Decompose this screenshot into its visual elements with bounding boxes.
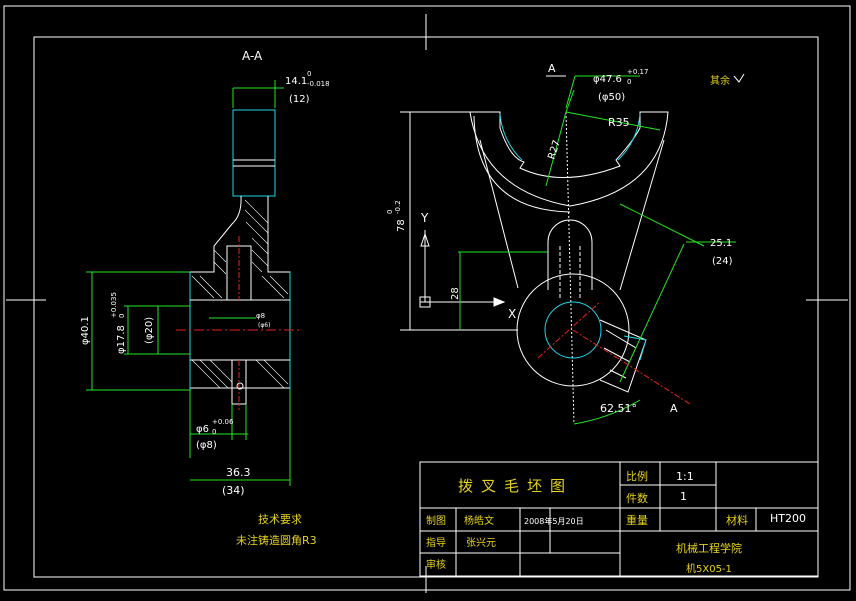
outer-dia: φ40.1 <box>80 316 91 345</box>
height-tol-lower: -0.2 <box>394 200 402 214</box>
angle-dim: 62.51° <box>600 402 637 415</box>
ratio-label: 比例 <box>626 469 648 483</box>
bore-dia: φ17.8 <box>116 325 127 354</box>
top-width-tol-lower: -0.018 <box>307 80 330 88</box>
pin-note: (φ6) <box>258 322 270 329</box>
small-tol-upper: +0.06 <box>212 418 234 426</box>
qty-label: 件数 <box>626 492 648 505</box>
weight-label: 重量 <box>626 513 648 527</box>
height-dim: 78 <box>396 219 407 232</box>
axis-y-label: Y <box>420 211 429 225</box>
section-view-left: A-A <box>80 49 330 547</box>
top-width-nominal: (12) <box>289 94 310 105</box>
ratio-value: 1:1 <box>676 470 694 483</box>
dims-right: 78 0 -0.2 28 φ47.6 +0.17 0 (φ50) R35 R27… <box>386 62 736 425</box>
material-label: 材料 <box>726 513 748 527</box>
axis-x-label: X <box>508 307 516 321</box>
dims-left: 14.1 0 -0.018 (12) φ40.1 φ17.8 +0.035 0 … <box>80 70 330 497</box>
r27-dim: R27 <box>546 139 563 161</box>
front-view-right: Y X 78 0 -0.2 28 φ47.6 +0.17 0 (φ50) R35… <box>386 62 745 425</box>
material-value: HT200 <box>770 512 806 525</box>
guide-name: 张兴元 <box>466 537 496 549</box>
drawn-name: 杨皓文 <box>464 514 494 527</box>
drawing-frame <box>3 5 851 597</box>
tech-notes-line: 未注铸造圆角R3 <box>236 533 317 547</box>
class-code: 机5X05-1 <box>686 562 732 575</box>
slot-nominal: (24) <box>712 256 733 267</box>
bore-tol-upper: +0.035 <box>110 292 118 318</box>
drawn-date: 2008年5月20日 <box>524 516 584 526</box>
school-name: 机械工程学院 <box>676 541 742 555</box>
tech-notes-title: 技术要求 <box>258 513 302 526</box>
bore-top-tol-lower: 0 <box>627 78 631 86</box>
width-nominal: (34) <box>222 484 245 497</box>
title-block: 拨叉毛坯图 比例 1:1 件数 1 制图 杨皓文 2008年5月20日 重量 材… <box>419 461 819 577</box>
y-offset-dim: 28 <box>450 287 461 300</box>
r35-dim: R35 <box>608 116 630 129</box>
section-label: A-A <box>242 49 263 63</box>
drawing-title: 拨叉毛坯图 <box>458 477 573 495</box>
section-marker-bottom: A <box>670 402 678 415</box>
guide-label: 指导 <box>426 536 446 549</box>
section-marker-top: A <box>548 62 556 75</box>
roughness-note: 其余 <box>710 74 730 87</box>
bore-nominal: (φ20) <box>144 317 155 344</box>
small-nominal: (φ8) <box>196 440 217 451</box>
top-width-tol-upper: 0 <box>307 70 311 78</box>
bore-top-nominal: (φ50) <box>598 92 625 103</box>
small-dia: φ6 <box>196 424 209 435</box>
width-dim: 36.3 <box>226 466 251 479</box>
height-tol-upper: 0 <box>386 210 394 214</box>
bore-tol-lower: 0 <box>118 314 126 318</box>
status-bar <box>0 593 856 601</box>
pin-dia: φ8 <box>256 312 265 320</box>
slot-dim: 25.1 <box>710 238 732 249</box>
top-width: 14.1 <box>285 76 307 87</box>
small-tol-lower: 0 <box>212 428 216 436</box>
qty-value: 1 <box>680 490 687 503</box>
hatching <box>191 199 289 389</box>
drawn-label: 制图 <box>426 514 446 527</box>
review-label: 审核 <box>426 558 446 571</box>
bore-top-dim: φ47.6 <box>593 74 622 85</box>
bore-top-tol-upper: +0.17 <box>627 68 648 76</box>
